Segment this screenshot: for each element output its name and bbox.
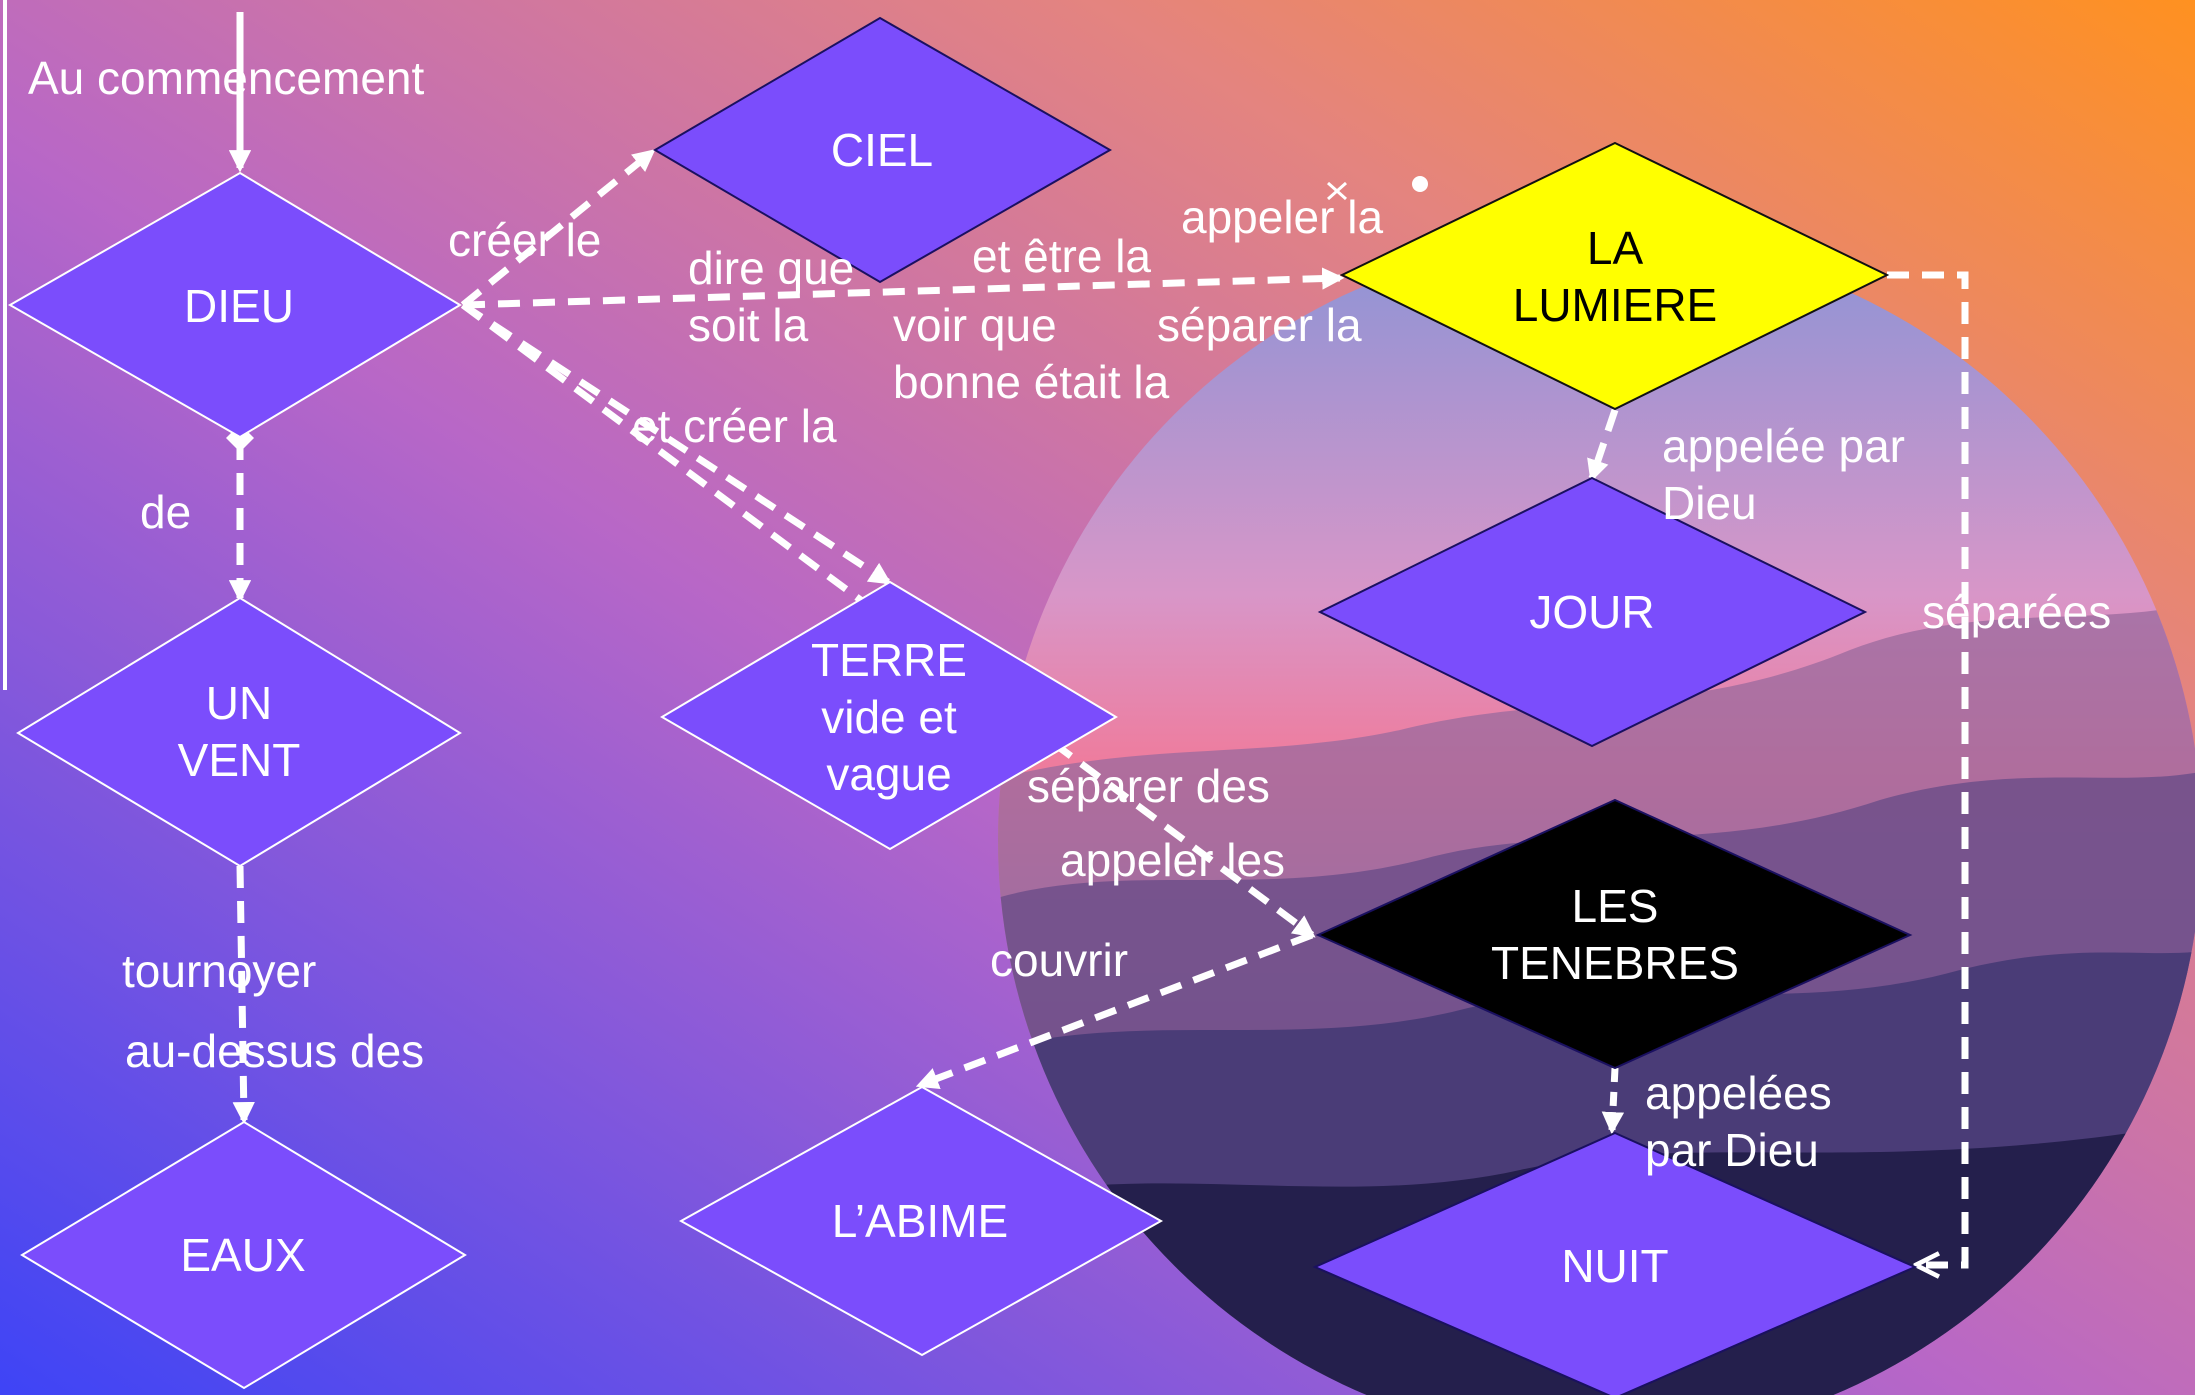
node-nuit-label: NUIT — [1561, 1240, 1669, 1292]
edge-label-bonne-etait-la: bonne était la — [893, 356, 1170, 408]
node-lumiere-label: LA LUMIERE — [1512, 222, 1718, 331]
edge-label-voir-que: voir que — [893, 299, 1057, 351]
node-nuit-shape — [1312, 1131, 1918, 1395]
edge-label-et-etre-la: et être la — [972, 230, 1151, 282]
edge-label-appelee-par: appelée par — [1662, 420, 1905, 472]
edge-label-appeler-les: appeler les — [1060, 834, 1286, 886]
small-dot — [1412, 176, 1428, 192]
edge-label-separer-la: séparer la — [1157, 299, 1362, 351]
edge-label-soit-la: soit la — [688, 299, 809, 351]
edge-label-tournoyer: tournoyer — [122, 945, 317, 997]
edge-label-au-dessus-des: au-dessus des — [125, 1025, 425, 1077]
edge-lumiere-nuit — [1887, 271, 1969, 1265]
node-dieu-label: DIEU — [184, 280, 294, 332]
edge-label-appelees: appelées — [1645, 1067, 1832, 1119]
node-vent-shape — [16, 596, 462, 868]
node-vent-label: UN VENT — [177, 677, 301, 786]
node-jour-label: JOUR — [1529, 586, 1655, 638]
node-shapes — [7, 16, 1918, 1395]
edge-vent-eaux — [232, 865, 255, 1125]
edge-dieu-lumiere — [462, 267, 1345, 309]
node-abime-shape — [678, 1085, 1164, 1357]
edge-label-couvrir: couvrir — [990, 934, 1129, 986]
node-dieu-shape — [7, 171, 462, 439]
node-terre-shape — [660, 580, 1118, 851]
edge-tenebres-nuit — [1601, 1067, 1625, 1135]
edge-label-separees: séparées — [1922, 586, 2112, 638]
node-eaux-shape — [20, 1120, 467, 1390]
edge-label-de: de — [140, 486, 192, 538]
node-tenebres-label: LES TENEBRES — [1491, 880, 1739, 989]
edge-label-separer-des: séparer des — [1027, 760, 1270, 812]
node-lumiere-shape — [1339, 141, 1890, 411]
edge-label-appelee-dieu: Dieu — [1662, 477, 1757, 529]
node-ciel-shape — [653, 16, 1113, 284]
edge-label-et-creer-la: et créer la — [632, 400, 837, 452]
node-tenebres-shape — [1315, 798, 1913, 1070]
node-ciel-label: CIEL — [830, 124, 934, 176]
node-abime-label: L’ABIME — [831, 1195, 1009, 1247]
edge-lumiere-jour — [1587, 408, 1619, 483]
node-jour-shape — [1317, 476, 1868, 748]
small-cross-icon — [1327, 181, 1347, 201]
edge-dieu-terre — [461, 302, 892, 585]
node-terre-label: TERRE vide et vague — [811, 634, 967, 800]
edge-label-par-dieu: par Dieu — [1645, 1124, 1819, 1176]
node-eaux-label: EAUX — [180, 1229, 306, 1281]
edge-label-creer-le: créer le — [448, 214, 602, 266]
diagram-title: Au commencement — [28, 52, 425, 104]
edge-label-dire-que: dire que — [688, 242, 855, 294]
edge-label-appeler-la: appeler la — [1181, 191, 1384, 243]
edge-dieu-ciel — [460, 149, 656, 308]
